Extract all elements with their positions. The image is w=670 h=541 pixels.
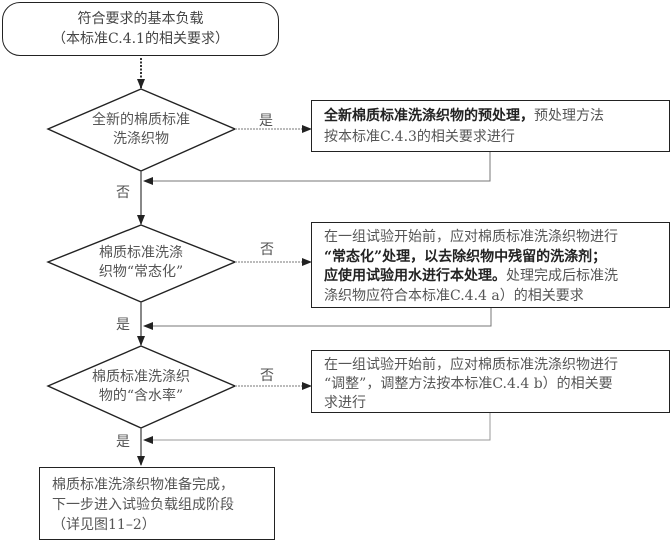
process2-text-line2: “常态化”处理，以去除织物中残留的洗涤剂； (324, 248, 607, 265)
process1-box: 全新棉质标准洗涤织物的预处理，预处理方法 按本标准C.4.3的相关要求进行 (311, 100, 670, 152)
decision3-line1: 棉质标准洗涤织 (92, 369, 190, 385)
process2-text-line3-bold: 应使用试验用水进行本处理。 (324, 268, 506, 284)
process3-text-line2: “调整”，调整方法按本标准C.4.4 b）的相关要 (324, 376, 613, 392)
process3-text-line3: 求进行 (324, 395, 366, 411)
decision3-no-label: 否 (260, 368, 274, 384)
end-text-line1: 棉质标准洗涤织物准备完成， (52, 477, 234, 493)
start-node: 符合要求的基本负载 （本标准C.4.1的相关要求） (2, 2, 279, 56)
decision1-yes-label: 是 (259, 113, 273, 129)
process1-text-line2: 按本标准C.4.3的相关要求进行 (324, 129, 515, 145)
start-line1: 符合要求的基本负载 (77, 11, 204, 27)
process3-box: 在一组试验开始前，应对棉质标准洗涤织物进行 “调整”，调整方法按本标准C.4.4… (311, 350, 670, 413)
decision1-text: 全新的棉质标准 洗涤织物 (60, 111, 222, 149)
process2-text-line3: 处理完成后标准洗 (506, 268, 618, 284)
process2-text-line4: 涤织物应符合本标准C.4.4 a）的相关要求 (324, 287, 584, 304)
decision2-yes-label: 是 (116, 317, 130, 333)
end-box: 棉质标准洗涤织物准备完成， 下一步进入试验负载组成阶段 （详见图11–2） (39, 467, 275, 540)
decision3-text: 棉质标准洗涤织 物的“含水率” (60, 368, 222, 406)
end-text-line2: 下一步进入试验负载组成阶段 (52, 497, 234, 513)
process1-text-line1: 预处理方法 (534, 108, 604, 124)
decision1-line1: 全新的棉质标准 (92, 112, 190, 128)
process1-bold-text: 全新棉质标准洗涤织物的预处理， (324, 108, 534, 124)
decision2-line1: 棉质标准洗涤 (99, 245, 183, 261)
decision1-no-label: 否 (116, 185, 130, 201)
decision2-no-label: 否 (260, 242, 274, 258)
connector-process1-return (143, 152, 491, 185)
decision2-line2: 织物“常态化” (98, 264, 184, 280)
decision3-line2: 物的“含水率” (98, 388, 184, 404)
connector-process3-return (143, 413, 491, 444)
start-line2: （本标准C.4.1的相关要求） (52, 31, 229, 47)
process2-text-line1: 在一组试验开始前，应对棉质标准洗涤织物进行 (324, 229, 618, 245)
decision1-line2: 洗涤织物 (113, 131, 169, 147)
decision3-yes-label: 是 (116, 434, 130, 450)
process3-text-line1: 在一组试验开始前，应对棉质标准洗涤织物进行 (324, 357, 618, 373)
process2-box: 在一组试验开始前，应对棉质标准洗涤织物进行 “常态化”处理，以去除织物中残留的洗… (311, 222, 670, 308)
connector-process2-return (143, 308, 492, 330)
end-text-line3: （详见图11–2） (52, 517, 156, 533)
decision2-text: 棉质标准洗涤 织物“常态化” (60, 244, 222, 282)
